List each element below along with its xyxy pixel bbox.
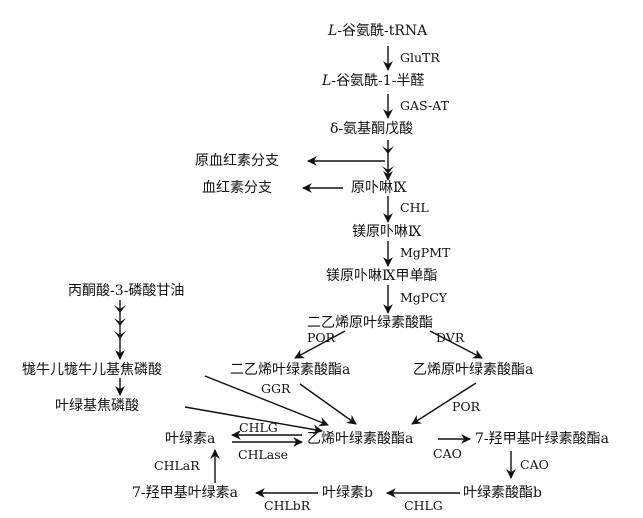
node-protoporphyrin: 原卟啉Ⅸ [351,180,407,196]
enzyme-glutr: GluTR [400,50,440,65]
node-hm-chl-a: 7-羟甲基叶绿素a [132,485,238,501]
arrow-dvchlide-mvchlide [299,383,357,425]
node-glu-semi-text: -谷氨酰-1-半醛 [331,73,425,89]
enzyme-chlbr: CHLbR [264,498,311,513]
arrow-phytyl-mvchlide [184,406,323,435]
node-hemoglobin-branch: 血红素分支 [202,180,272,196]
node-chlorophyll-a: 叶绿素a [165,431,216,447]
enzyme-chlg-2: CHLG [404,498,443,513]
chevron-2 [114,318,126,326]
enzyme-por-1: POR [307,330,336,345]
node-hm-chlide-a: 7-羟甲基叶绿素酸酯a [475,431,609,447]
enzyme-mgpmt: MgPMT [400,245,451,260]
node-heme-branch: 原血红素分支 [195,153,279,169]
node-dv-chlide-a: 二乙烯叶绿素酸酯a [230,362,351,378]
node-chlorophyll-b: 叶绿素b [322,485,373,501]
arrow-por-1 [294,330,346,359]
enzyme-chlg-1: CHLG [239,420,278,435]
arrow-ggpp-mvchlide [204,375,329,427]
arrow-dvr [429,330,483,359]
enzyme-chlar: CHLaR [154,458,200,473]
node-mv-chlide-a: 乙烯叶绿素酸酯a [307,431,414,447]
node-ggpp: 牻牛儿牻牛儿基焦磷酸 [22,362,162,378]
enzyme-ggr: GGR [261,381,291,396]
node-glu-trna-text: -谷氨酰-tRNA [337,23,428,39]
chevron-1 [114,305,126,313]
node-dv-pchlide: 二乙烯原叶绿素酸酯 [307,315,433,331]
chevron-3 [114,331,126,339]
chevron-4 [382,146,394,154]
node-mv-pchlide-a: 乙烯原叶绿素酸酯a [413,362,534,378]
node-chlide-b: 叶绿素酸酯b [463,485,542,501]
node-mg-proto-monomethyl: 镁原卟啉Ⅸ甲单酯 [326,268,438,284]
node-mg-protoporphyrin: 镁原卟啉Ⅸ [352,224,422,240]
chevron-5 [382,166,394,174]
node-glu-trna: L-谷氨酰-tRNA [328,22,427,40]
enzyme-por-2: POR [452,399,481,414]
enzyme-chlase: CHLase [238,447,289,462]
node-glu-semi-prefix: L [322,73,332,89]
enzyme-gas-at: GAS-AT [400,98,449,113]
enzyme-chl: CHL [400,200,429,215]
node-pyruvate: 丙酮酸-3-磷酸甘油 [68,283,185,299]
node-glu-semialdehyde: L-谷氨酰-1-半醛 [322,72,424,90]
node-phytyl-pp: 叶绿基焦磷酸 [55,398,139,414]
enzyme-cao-2: CAO [520,457,549,472]
arrow-por-2 [411,382,477,425]
node-glu-trna-prefix: L [328,23,338,39]
enzyme-cao-1: CAO [433,446,462,461]
enzyme-dvr: DVR [436,330,465,345]
enzyme-mgpcy: MgPCY [400,290,448,305]
node-ala: δ-氨基酮戊酸 [330,121,414,137]
